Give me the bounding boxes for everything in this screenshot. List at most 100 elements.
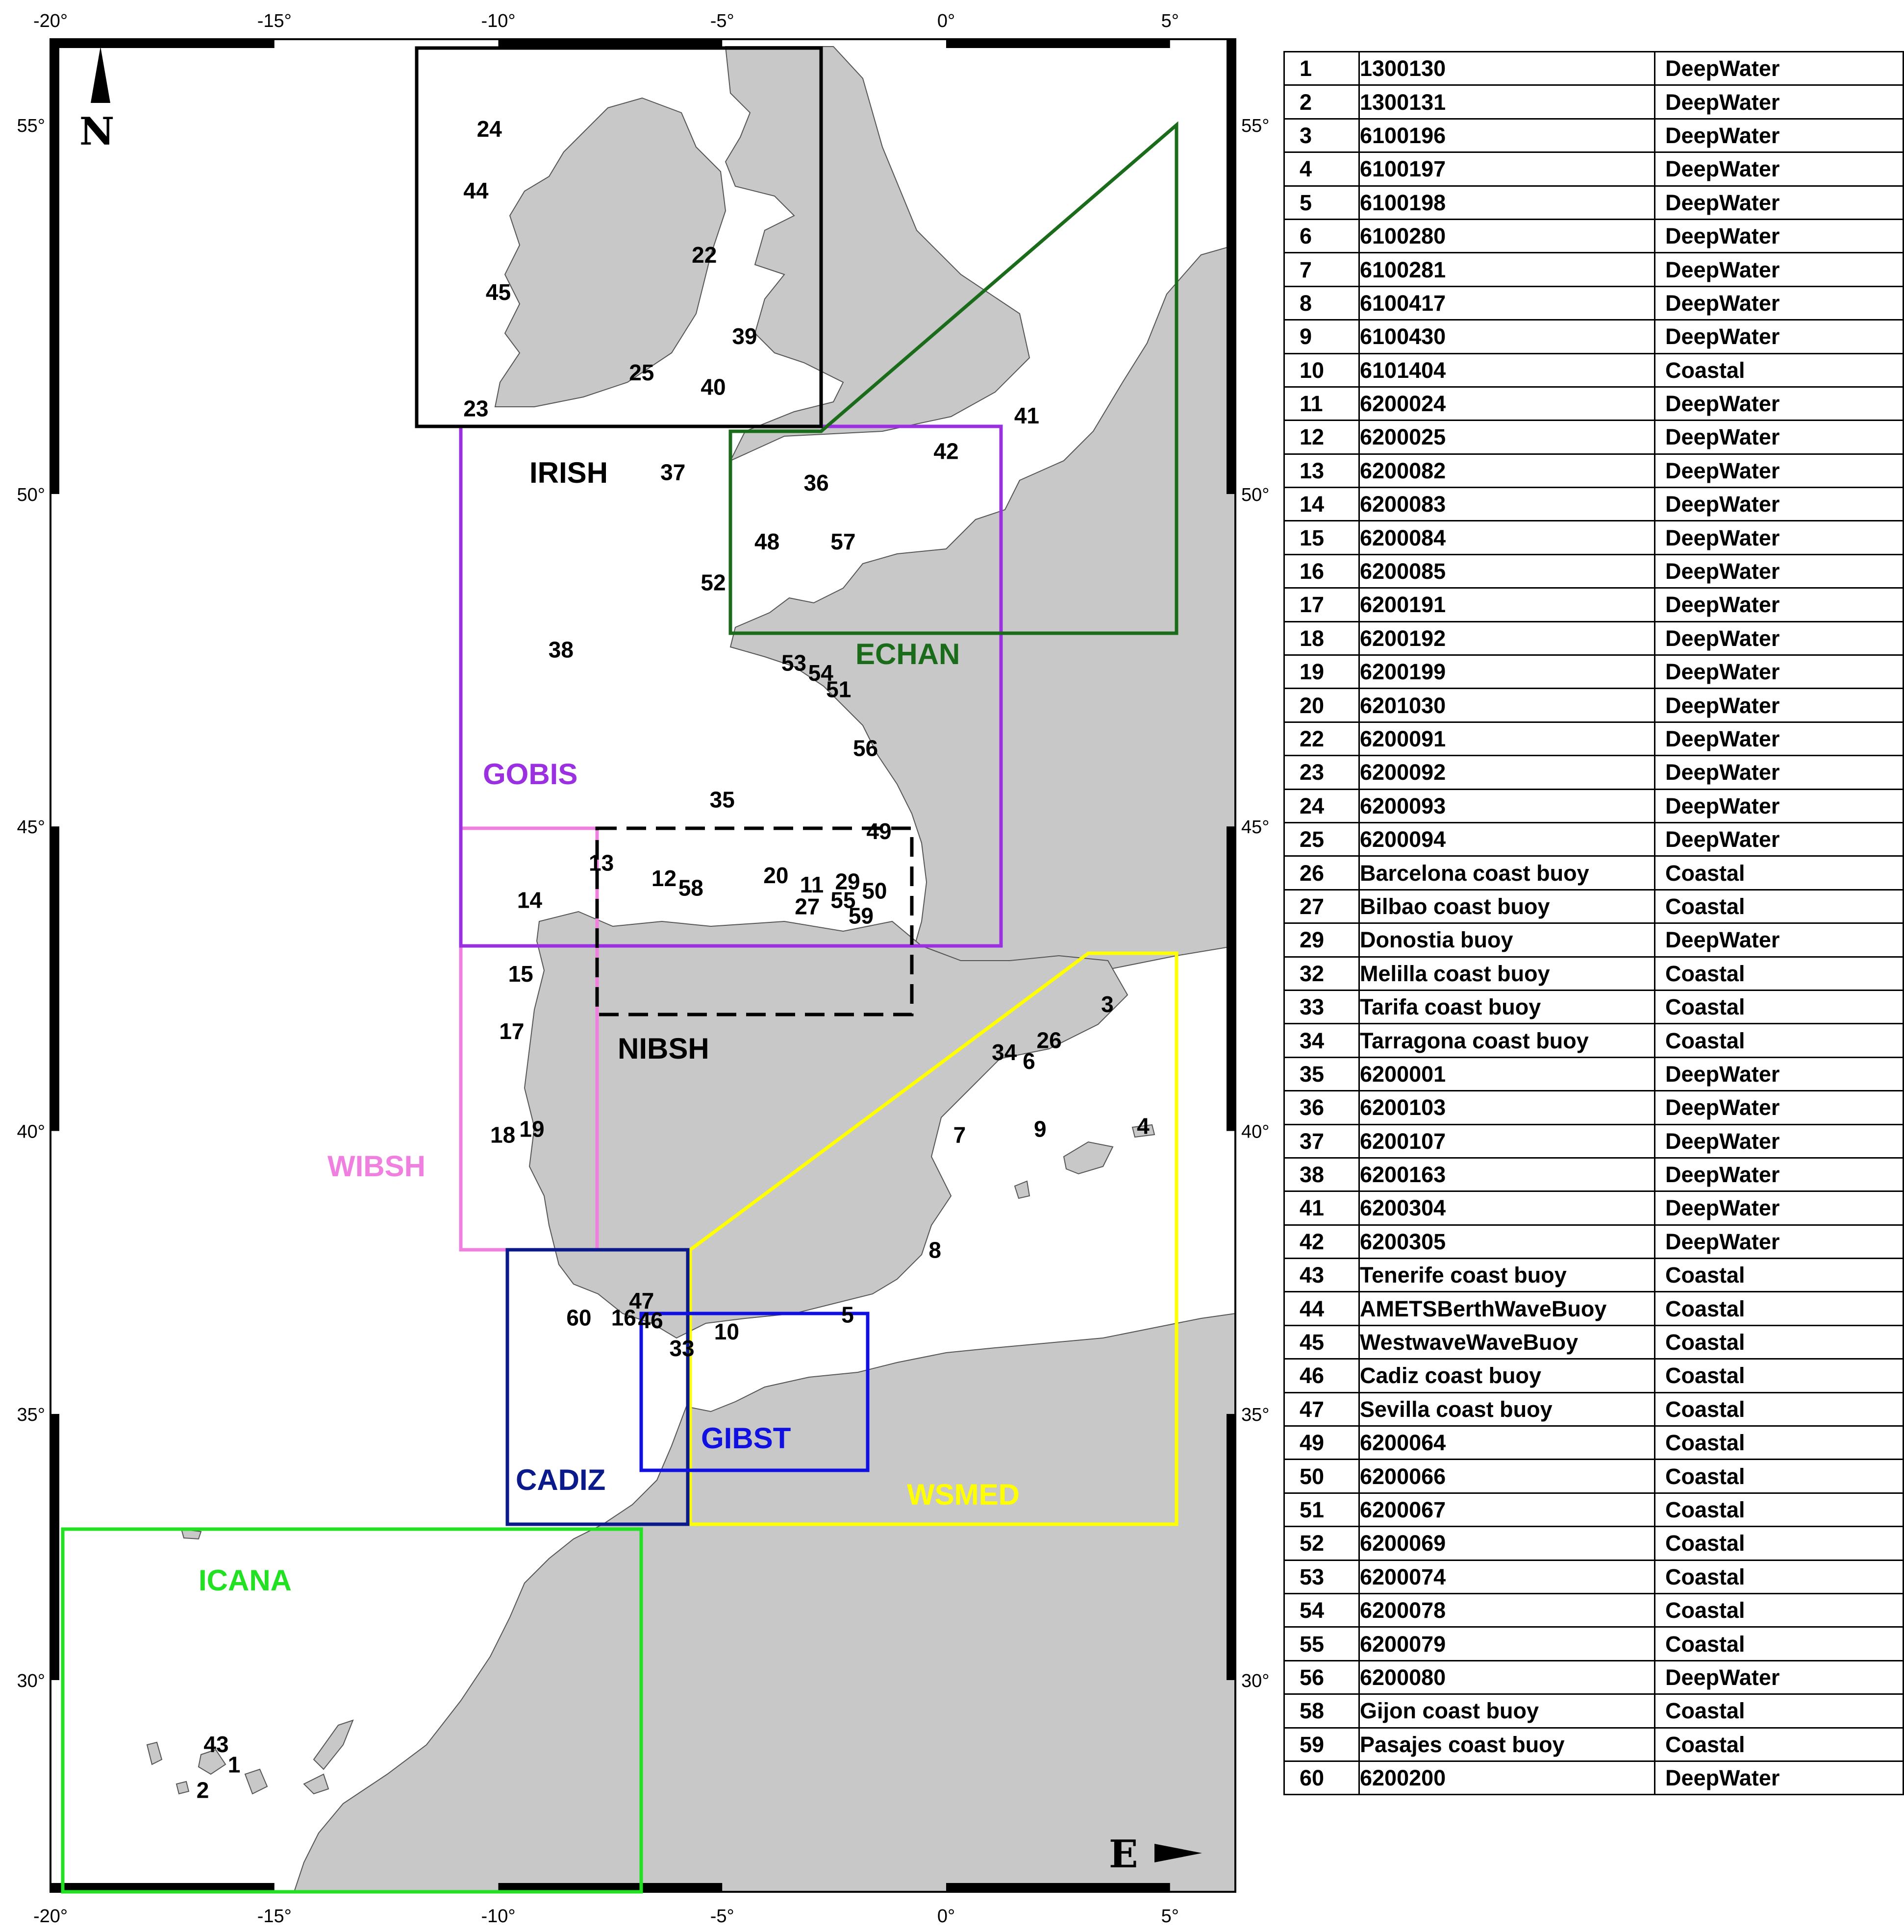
station-label-16: 16 xyxy=(611,1305,636,1330)
station-type: DeepWater xyxy=(1654,587,1904,622)
station-type: DeepWater xyxy=(1654,922,1904,958)
station-label-11: 11 xyxy=(800,872,824,897)
station-label-20: 20 xyxy=(763,863,788,888)
station-id: 6100417 xyxy=(1359,285,1655,321)
station-id: AMETSBerthWaveBuoy xyxy=(1359,1291,1655,1326)
buoy-map: -20°-20°-15°-15°-10°-10°-5°-5°0°0°5°5° 5… xyxy=(17,11,1270,1927)
lon-tick-label-bottom: -10° xyxy=(481,1906,515,1927)
region-label-cadiz: CADIZ xyxy=(516,1463,605,1496)
station-type: Coastal xyxy=(1654,1391,1904,1427)
station-number: 51 xyxy=(1283,1492,1360,1528)
land-canary-5 xyxy=(303,1773,329,1795)
region-box-echan xyxy=(728,121,1178,635)
station-id: Sevilla coast buoy xyxy=(1359,1391,1655,1427)
station-type: Coastal xyxy=(1654,352,1904,388)
station-type: Coastal xyxy=(1654,1559,1904,1594)
station-id: 6200305 xyxy=(1359,1224,1655,1260)
station-label-43: 43 xyxy=(203,1732,228,1757)
station-number: 43 xyxy=(1283,1258,1360,1293)
station-number: 9 xyxy=(1283,319,1360,354)
station-id: 6200064 xyxy=(1359,1425,1655,1461)
station-type: DeepWater xyxy=(1654,755,1904,790)
region-label-icana: ICANA xyxy=(199,1564,292,1597)
station-label-3: 3 xyxy=(1101,991,1114,1017)
station-number: 12 xyxy=(1283,420,1360,455)
land-north-africa xyxy=(293,1313,1236,1892)
station-id: 6201030 xyxy=(1359,688,1655,723)
station-type: DeepWater xyxy=(1654,1224,1904,1260)
station-number: 54 xyxy=(1283,1592,1360,1628)
lat-tick-label-left: 45° xyxy=(17,817,45,838)
station-number: 36 xyxy=(1283,1090,1360,1125)
station-number: 35 xyxy=(1283,1056,1360,1092)
station-number: 13 xyxy=(1283,453,1360,489)
station-id: 6200069 xyxy=(1359,1526,1655,1561)
station-label-12: 12 xyxy=(651,866,676,891)
station-type: Coastal xyxy=(1654,989,1904,1025)
frame-bar-right xyxy=(1227,1413,1235,1680)
station-number: 37 xyxy=(1283,1123,1360,1159)
region-label-irish: IRISH xyxy=(529,456,608,489)
station-id: 6200094 xyxy=(1359,821,1655,857)
region-box-irish xyxy=(415,46,823,428)
region-box-gibst xyxy=(639,1312,870,1472)
station-id: 6200085 xyxy=(1359,553,1655,589)
station-id: 6200200 xyxy=(1359,1760,1655,1796)
lat-tick-label-left: 50° xyxy=(17,485,45,505)
station-label-40: 40 xyxy=(701,374,726,400)
station-number: 1 xyxy=(1283,50,1360,86)
station-id: Cadiz coast buoy xyxy=(1359,1358,1655,1393)
frame-bar-bottom xyxy=(946,1883,1170,1892)
station-type: Coastal xyxy=(1654,1727,1904,1762)
station-label-4: 4 xyxy=(1137,1114,1150,1139)
station-number: 5 xyxy=(1283,185,1360,220)
land-iberia xyxy=(524,911,1128,1339)
station-label-14: 14 xyxy=(517,888,543,913)
station-number: 18 xyxy=(1283,620,1360,656)
station-type: DeepWater xyxy=(1654,721,1904,757)
station-label-59: 59 xyxy=(849,903,874,928)
latitude-tick-labels: 55°55°50°50°45°45°40°40°35°35°30°30° xyxy=(17,116,1270,1691)
station-label-26: 26 xyxy=(1037,1028,1062,1053)
station-id: 1300131 xyxy=(1359,84,1655,120)
station-label-24: 24 xyxy=(477,116,502,142)
station-type: DeepWater xyxy=(1654,553,1904,589)
land-ibiza xyxy=(1014,1180,1030,1199)
station-label-25: 25 xyxy=(629,360,654,385)
land-ireland xyxy=(494,97,727,407)
station-type: Coastal xyxy=(1654,1324,1904,1360)
lat-tick-label-right: 55° xyxy=(1241,116,1269,136)
lat-tick-label-left: 40° xyxy=(17,1122,45,1142)
lon-tick-label-top: -20° xyxy=(33,11,68,31)
east-arrow-icon xyxy=(1154,1844,1202,1862)
station-type: Coastal xyxy=(1654,1592,1904,1628)
station-label-33: 33 xyxy=(669,1336,694,1361)
region-label-gibst: GIBST xyxy=(701,1422,791,1455)
frame-bar-top xyxy=(946,39,1170,48)
station-label-18: 18 xyxy=(490,1122,515,1147)
station-label-47: 47 xyxy=(629,1288,654,1313)
station-id: 6200080 xyxy=(1359,1660,1655,1695)
station-label-39: 39 xyxy=(732,323,757,349)
north-label: N xyxy=(79,109,114,154)
station-label-53: 53 xyxy=(781,650,806,676)
frame-bar-right xyxy=(1227,39,1235,125)
frame-bar-left xyxy=(50,125,59,494)
station-label-34: 34 xyxy=(992,1040,1017,1065)
